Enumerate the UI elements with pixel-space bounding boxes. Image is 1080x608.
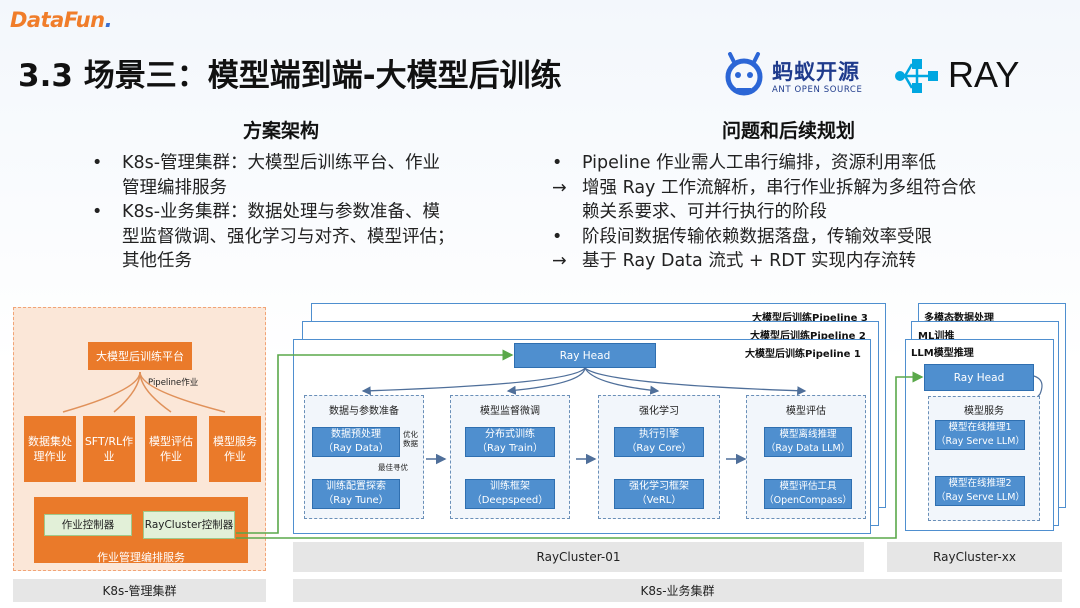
raycluster-xx-bar: RayCluster-xx — [887, 542, 1062, 572]
raycluster-01-bar: RayCluster-01 — [293, 542, 864, 572]
bullet-text: K8s-业务集群：数据处理与参数准备、模 — [122, 202, 441, 222]
raycluster-controller-box: RayCluster控制器 — [143, 511, 235, 539]
left-heading: 方案架构 — [243, 120, 320, 142]
mgmt-arrows — [62, 371, 226, 413]
bullet-marker: • — [552, 153, 563, 173]
ant-logo-cn: 蚂蚁开源 — [772, 60, 860, 84]
mgmt-footer: K8s-管理集群 — [13, 579, 266, 602]
job-box-sft-rl: SFT/RL作业 — [83, 416, 135, 482]
stage-title: 数据与参数准备 — [329, 406, 399, 417]
bullet-marker: • — [552, 226, 563, 247]
panel-multimodal-title: 多模态数据处理 — [924, 313, 994, 324]
job-controller-box: 作业控制器 — [44, 514, 132, 536]
serve-box: 模型在线推理2 （Ray Serve LLM） — [935, 476, 1025, 506]
bullet-text: K8s-管理集群：大模型后训练平台、作业 — [122, 153, 441, 173]
datafun-logo: DataFun. — [10, 8, 113, 32]
stage-box: 模型评估工具 （OpenCompass） — [764, 479, 852, 509]
job-box-serve: 模型服务作业 — [209, 416, 261, 482]
bullet-text: 管理编排服务 — [122, 177, 227, 198]
bullet-marker: • — [92, 153, 103, 173]
ray-logo-text: RAY — [948, 54, 1020, 95]
stage-box: 训练框架 （Deepspeed） — [465, 479, 555, 509]
stage-box: 数据预处理 （Ray Data） — [312, 427, 400, 457]
pipeline-3-title: 大模型后训练Pipeline 3 — [752, 313, 868, 324]
ant-icon — [725, 52, 763, 96]
right-heading: 问题和后续规划 — [722, 120, 856, 142]
bullet-marker: → — [552, 177, 567, 198]
bullet-text: 增强 Ray 工作流解析，串行作业拆解为多组符合依 — [582, 177, 976, 198]
bullet-text: 阶段间数据传输依赖数据落盘，传输效率受限 — [582, 226, 932, 247]
panel-llm-title: LLM模型推理 — [911, 348, 974, 359]
bullet-text: Pipeline 作业需人工串行编排，资源利用率低 — [582, 153, 937, 173]
page-title: 3.3 场景三：模型端到端-大模型后训练 — [18, 58, 562, 94]
bullet-marker: • — [92, 202, 103, 222]
bullet-text: 型监督微调、强化学习与对齐、模型评估； — [122, 226, 455, 247]
bullet-marker: → — [552, 251, 567, 271]
note-best-search: 最佳寻优 — [378, 463, 408, 472]
note-optimize-data: 优化数据 — [403, 430, 418, 448]
platform-box: 大模型后训练平台 — [88, 342, 192, 370]
pipeline-2-title: 大模型后训练Pipeline 2 — [750, 331, 866, 342]
job-box-eval: 模型评估作业 — [145, 416, 197, 482]
service-label: 作业管理编排服务 — [97, 551, 185, 564]
stage-box: 分布式训练 （Ray Train） — [465, 427, 555, 457]
stage-title: 模型评估 — [786, 406, 826, 417]
ant-open-source-logo: 蚂蚁开源 ANT OPEN SOURCE — [722, 52, 862, 102]
job-box-dataset: 数据集处理作业 — [24, 416, 76, 482]
bullet-text: 赖关系要求、可并行执行的阶段 — [582, 202, 827, 222]
stage-title: 强化学习 — [639, 406, 679, 417]
bullet-text: 基于 Ray Data 流式 + RDT 实现内存流转 — [582, 251, 917, 271]
stage-box: 执行引擎 （Ray Core） — [614, 427, 704, 457]
pipeline-1-title: 大模型后训练Pipeline 1 — [745, 349, 861, 360]
ray-head-box: Ray Head — [514, 343, 656, 368]
serve-box: 模型在线推理1 （Ray Serve LLM） — [935, 420, 1025, 450]
stage-box: 强化学习框架 （VeRL） — [614, 479, 704, 509]
stage-box: 模型离线推理 （Ray Data LLM） — [764, 427, 852, 457]
pipeline-label: Pipeline作业 — [148, 378, 199, 388]
panel-ml-title: ML训推 — [918, 331, 955, 342]
bullet-text: 其他任务 — [122, 251, 192, 271]
biz-footer: K8s-业务集群 — [293, 579, 1062, 602]
serve-title: 模型服务 — [964, 406, 1004, 417]
ray-logo: RAY — [890, 52, 1040, 102]
stage-title: 模型监督微调 — [480, 406, 540, 417]
ray-icon — [895, 59, 938, 93]
ant-logo-en: ANT OPEN SOURCE — [772, 85, 863, 95]
llm-ray-head-box: Ray Head — [924, 364, 1034, 391]
stage-box: 训练配置探索 （Ray Tune） — [312, 479, 400, 509]
